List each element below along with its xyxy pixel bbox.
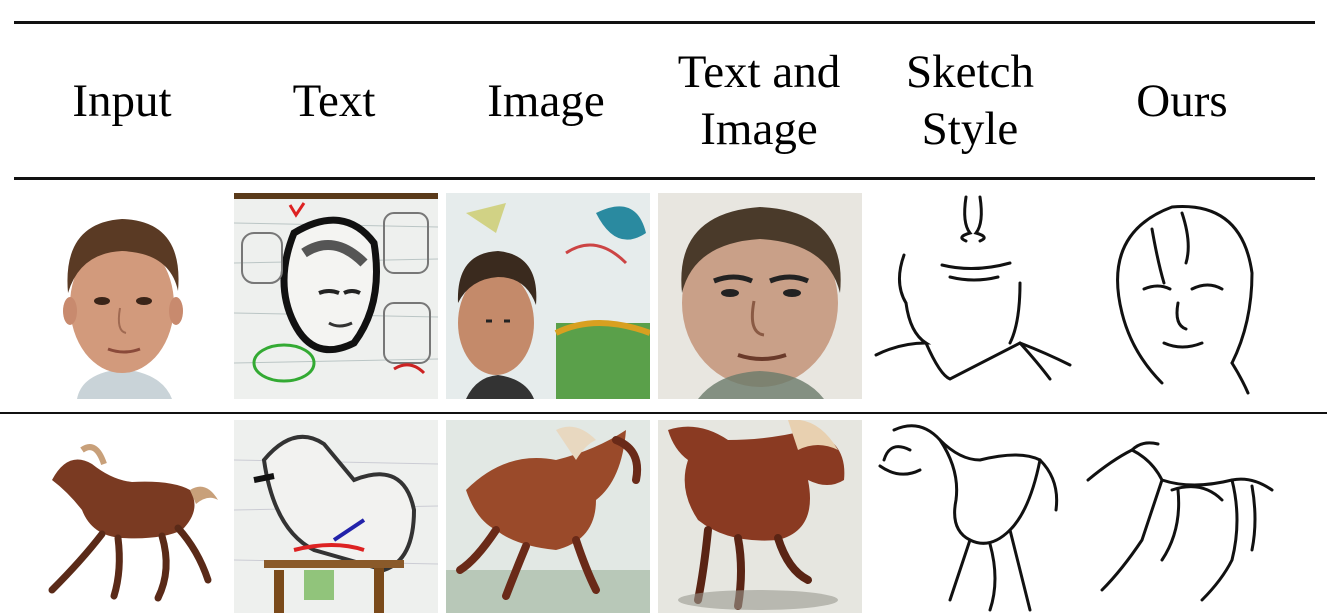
horse-sketch-style-result [870, 420, 1074, 613]
header-line: Image [700, 103, 818, 155]
column-header-text-and-image: Text and Image [656, 36, 862, 166]
horse-input-photo [22, 420, 222, 610]
horse-image-result [446, 420, 650, 613]
horse-text-and-image-result [658, 420, 862, 613]
column-header-sketch-style: Sketch Style [870, 36, 1070, 166]
horse-text-result [234, 420, 438, 613]
face-image-result [446, 193, 650, 399]
header-line: Text [292, 74, 376, 127]
header-line: Sketch [906, 46, 1034, 98]
face-text-and-image-result [658, 193, 862, 399]
header-line: Input [72, 74, 172, 127]
column-header-text: Text [234, 36, 434, 166]
row-separator [0, 412, 1327, 414]
column-header-input: Input [22, 36, 222, 166]
column-header-ours: Ours [1082, 36, 1282, 166]
horse-ours-result [1082, 420, 1286, 613]
table-header-rule [14, 177, 1315, 180]
column-header-image: Image [446, 36, 646, 166]
table-top-rule [14, 21, 1315, 24]
header-line: Text and [677, 46, 841, 98]
header-line: Style [921, 103, 1019, 155]
header-line: Image [487, 74, 605, 127]
header-line: Ours [1136, 74, 1228, 127]
face-ours-result [1082, 193, 1286, 399]
face-text-result [234, 193, 438, 399]
face-sketch-style-result [870, 193, 1074, 399]
face-input-photo [22, 193, 222, 399]
